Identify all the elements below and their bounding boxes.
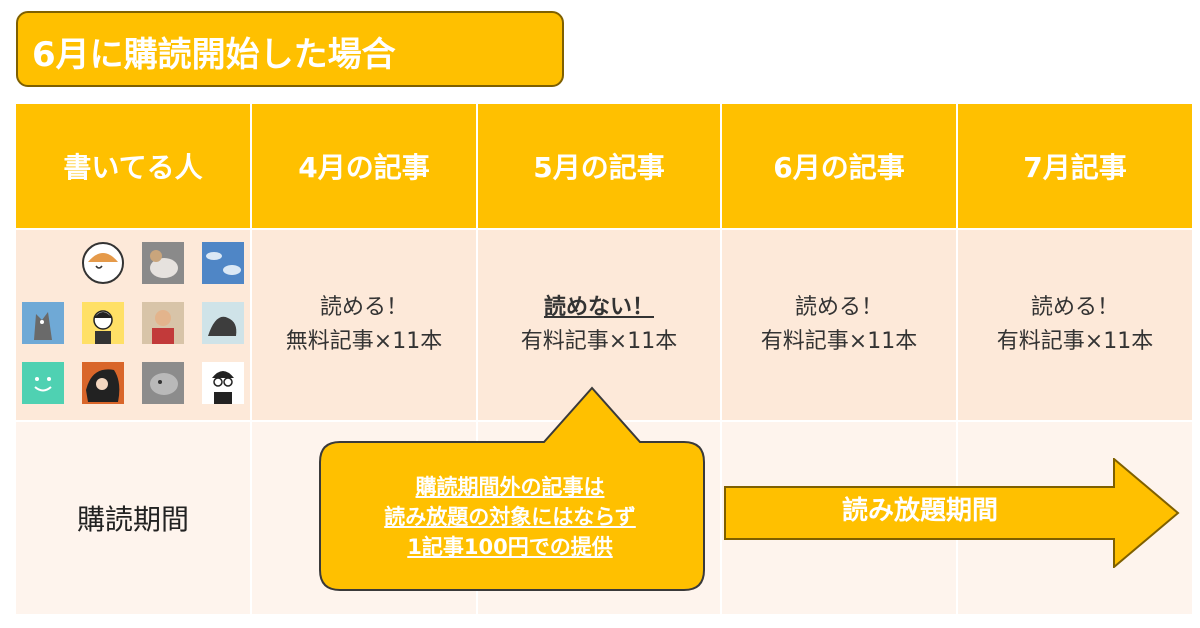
june-status: 読める！ [794, 295, 883, 320]
avatar-sky-icon [202, 242, 244, 284]
avatar-boy-icon [82, 302, 124, 344]
header-may: 5月の記事 [478, 104, 720, 228]
avatar-seal-icon [202, 302, 244, 344]
july-status-cell: 読める！ 有料記事×11本 [958, 230, 1192, 420]
avatar-cat-drawing-icon [82, 242, 124, 284]
unlimited-period-arrow [724, 458, 1180, 568]
callout-line-1: 購読期間外の記事は [415, 475, 605, 499]
writers-avatar-cell [16, 230, 250, 420]
avatar-wolf-icon [22, 302, 64, 344]
july-status: 読める！ [1030, 295, 1119, 320]
title-banner: 6月に購読開始した場合 [16, 11, 564, 87]
avatar-man-photo-icon [142, 302, 184, 344]
avatar-animal-photo-icon [142, 362, 184, 404]
callout-line-2: 読み放題の対象にはならず [384, 505, 636, 529]
april-article-count: 無料記事×11本 [285, 329, 443, 354]
june-status-cell: 読める！ 有料記事×11本 [722, 230, 956, 420]
avatar-glasses-man-icon [202, 362, 244, 404]
unlimited-period-label: 読み放題期間 [841, 496, 998, 526]
may-status-cell: 読めない！ 有料記事×11本 [478, 230, 720, 420]
avatar-smile-icon [22, 362, 64, 404]
july-article-count: 有料記事×11本 [996, 329, 1154, 354]
may-article-count: 有料記事×11本 [520, 329, 678, 354]
header-writers: 書いてる人 [16, 104, 250, 228]
header-july: 7月記事 [958, 104, 1192, 228]
avatar-cat-photo-icon [142, 242, 184, 284]
callout-text: 購読期間外の記事は 読み放題の対象にはならず 1記事100円での提供 [330, 472, 690, 562]
callout-line-3: 1記事100円での提供 [407, 535, 613, 559]
header-april: 4月の記事 [252, 104, 476, 228]
avatar-anime-icon [82, 362, 124, 404]
avatar-grid [16, 230, 250, 420]
page-title: 6月に購読開始した場合 [32, 35, 396, 75]
header-june: 6月の記事 [722, 104, 956, 228]
subscription-period-label: 購読期間 [16, 422, 250, 614]
may-status: 読めない！ [543, 295, 654, 320]
april-status-cell: 読める！ 無料記事×11本 [252, 230, 476, 420]
april-status: 読める！ [319, 295, 408, 320]
callout-bubble [319, 386, 705, 591]
june-article-count: 有料記事×11本 [760, 329, 918, 354]
